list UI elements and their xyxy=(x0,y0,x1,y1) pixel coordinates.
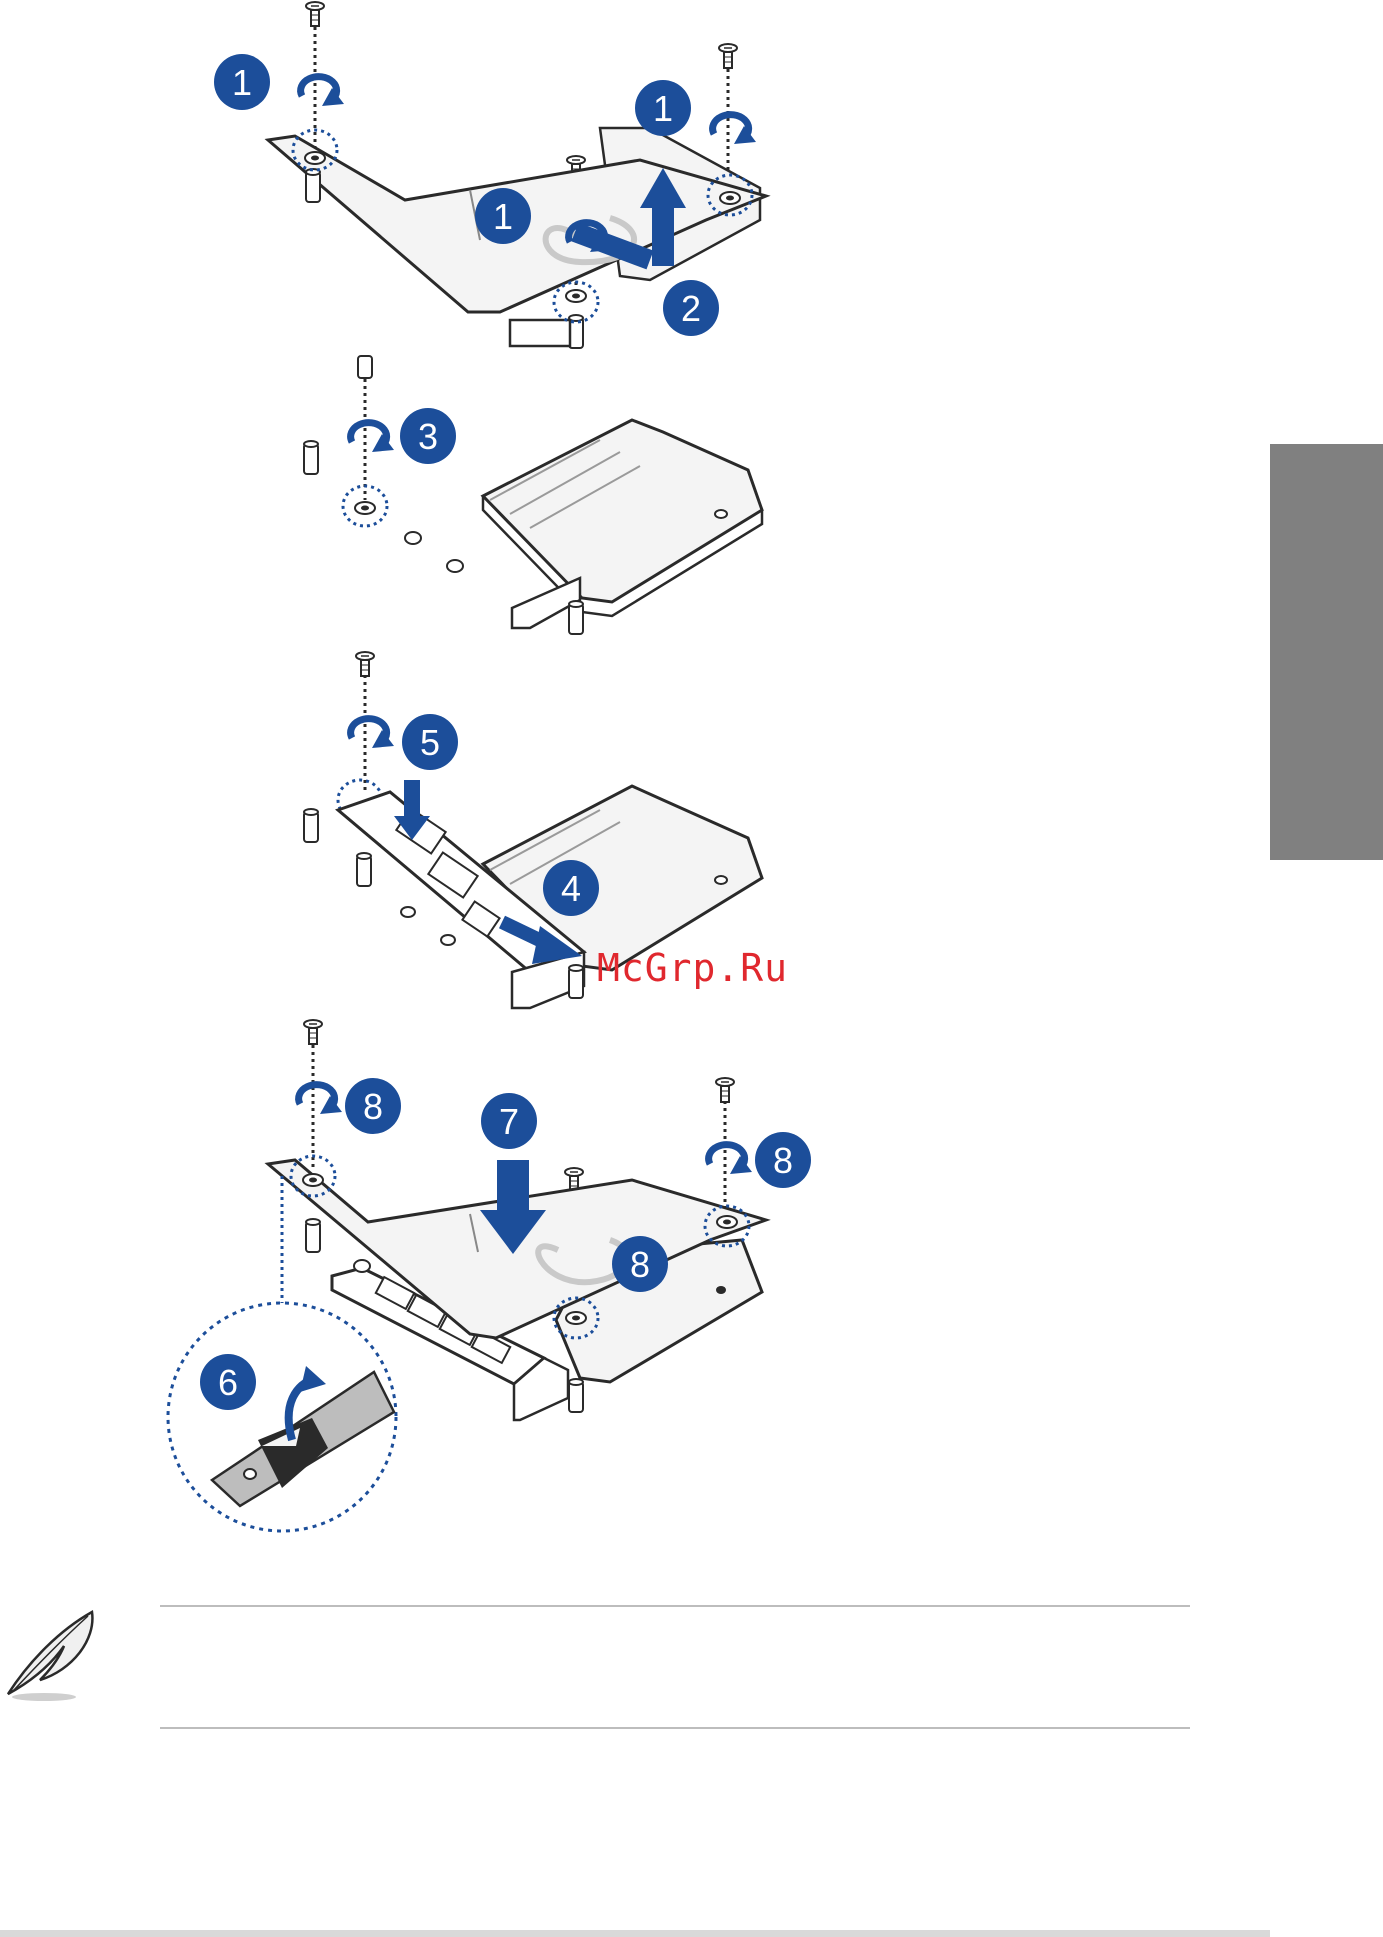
step-badge: 8 xyxy=(363,1086,383,1127)
step-badge: 5 xyxy=(420,722,440,763)
step-badge: 1 xyxy=(232,62,252,103)
panel-2-install-standoff: 3 xyxy=(304,356,762,634)
step-badge: 1 xyxy=(653,88,673,129)
step-badge: 1 xyxy=(493,196,513,237)
panel-4-reinstall-heatsink: 8 7 8 8 6 xyxy=(168,1020,811,1531)
note-top-rule xyxy=(160,1605,1190,1607)
feather-quill-icon xyxy=(8,1612,92,1701)
step-badge: 2 xyxy=(681,288,701,329)
step-badge: 8 xyxy=(773,1140,793,1181)
step-badge: 6 xyxy=(218,1362,238,1403)
watermark-text: McGrp.Ru xyxy=(597,946,788,990)
footer-bar xyxy=(0,1930,1270,1937)
step-badge: 4 xyxy=(561,868,581,909)
step-badge: 8 xyxy=(630,1244,650,1285)
note-bottom-rule xyxy=(160,1727,1190,1729)
step-badge: 7 xyxy=(499,1101,519,1142)
panel-1-remove-heatsink: 1 1 1 2 xyxy=(214,2,766,348)
step-badge: 3 xyxy=(418,416,438,457)
